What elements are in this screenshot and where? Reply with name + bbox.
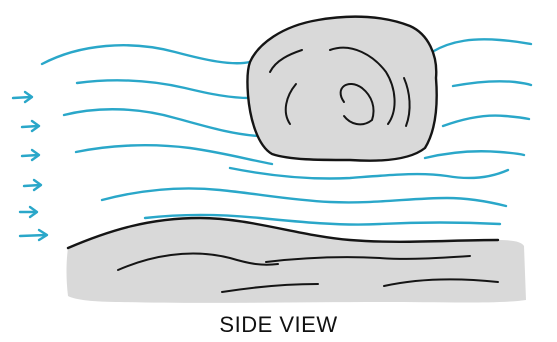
- flow-line-1-right: [432, 39, 531, 52]
- flow-line-5: [230, 168, 508, 179]
- flow-line-4-right: [425, 151, 524, 158]
- diagram-caption: SIDE VIEW: [0, 312, 557, 338]
- flow-arrow-icon: [22, 150, 39, 160]
- flow-line-6: [102, 188, 506, 206]
- flow-line-2: [77, 80, 250, 98]
- flow-arrow-icon: [20, 230, 47, 240]
- flow-line-4: [76, 145, 272, 164]
- riverbed: [67, 218, 527, 303]
- flow-arrow-icon: [13, 92, 32, 102]
- boulder: [247, 17, 436, 161]
- flow-arrow-icon: [24, 180, 41, 190]
- flow-arrow-icon: [22, 121, 39, 131]
- flow-line-1: [42, 45, 250, 64]
- flow-line-3: [64, 109, 258, 136]
- flow-line-3-right: [443, 115, 529, 126]
- flow-arrow-icon: [20, 207, 37, 217]
- flow-line-2-right: [453, 81, 531, 86]
- flow-arrows: [13, 92, 47, 240]
